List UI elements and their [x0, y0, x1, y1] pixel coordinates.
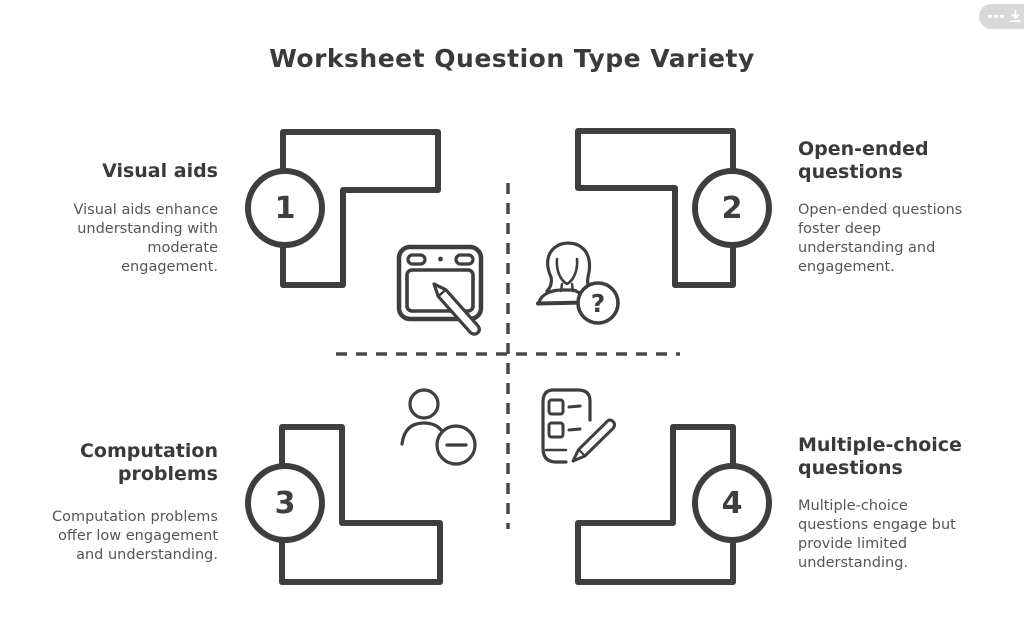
quadrant-3-bracket: [279, 424, 443, 585]
page-title: Worksheet Question Type Variety: [269, 44, 755, 73]
quadrant-4-title: Multiple-choice questions: [798, 434, 962, 480]
quadrant-2-title: Open-ended questions: [798, 138, 929, 184]
quadrant-1-title: Visual aids: [102, 160, 218, 182]
quadrant-4-number: 4: [721, 485, 743, 521]
toolbar-pill[interactable]: [979, 4, 1024, 29]
quadrant-1-number: 1: [274, 190, 296, 226]
more-options-icon[interactable]: [988, 14, 1004, 19]
person-minus-icon: [400, 388, 477, 466]
quadrant-2-number-circle: [692, 168, 772, 248]
quadrant-1-description: Visual aids enhance understanding with m…: [73, 202, 218, 275]
quadrant-3-number-circle: [245, 463, 325, 543]
quadrant-3-title: Computation problems: [79, 440, 218, 486]
quadrant-3-number: 3: [274, 485, 296, 521]
drawing-tablet-icon: [396, 244, 484, 336]
download-icon[interactable]: [1009, 10, 1022, 23]
quadrant-3-description: Computation problems offer low engagemen…: [51, 509, 218, 563]
person-question-icon: ?: [536, 241, 620, 325]
checklist-pencil-icon: [541, 388, 617, 464]
quadrant-4-description: Multiple-choice questions engage but pro…: [798, 498, 956, 571]
question-mark-glyph: ?: [591, 289, 606, 318]
quadrant-2-bracket: [575, 128, 736, 288]
quadrant-4-number-circle: [692, 463, 772, 543]
quadrant-2-number: 2: [721, 190, 743, 226]
quadrant-1-bracket: [280, 129, 441, 288]
quadrant-1-number-circle: [245, 168, 325, 248]
quadrant-4-bracket: [575, 424, 736, 585]
quadrant-2-description: Open-ended questions foster deep underst…: [798, 202, 963, 275]
